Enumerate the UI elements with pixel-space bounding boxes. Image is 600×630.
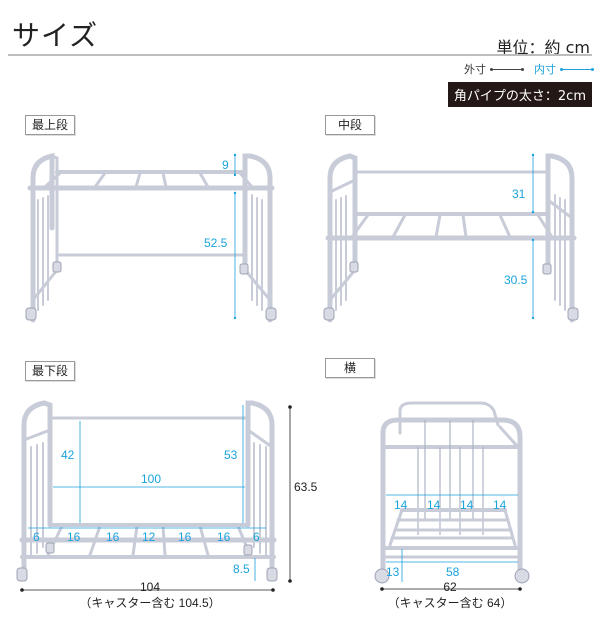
header-divider: [8, 54, 592, 56]
caption-total-width: 104 （キャスター含む 104.5）: [40, 580, 260, 611]
legend-outer-label: 外寸: [464, 63, 486, 76]
top-shelf-diagram: 9 52.5: [25, 152, 277, 323]
dim-slat-gap-2: 16: [67, 530, 81, 544]
section-label-middle-shelf: 中段: [325, 115, 375, 135]
legend-inner-label: 内寸: [534, 63, 556, 76]
dim-total-width: 104: [139, 580, 161, 594]
bottom-shelf-diagram: 42 53 100 6 16 16 12 16 16 6 8.5 63.5: [16, 400, 318, 592]
dim-slat-gap-6: 16: [217, 530, 231, 544]
dim-slat-gap-1: 6: [33, 530, 40, 544]
section-label-bottom-shelf: 最下段: [25, 361, 75, 381]
dimension-legend: 外寸 内寸: [464, 61, 594, 77]
dim-bottom-left-height: 42: [61, 448, 75, 462]
page-title: サイズ: [12, 19, 99, 52]
middle-shelf-diagram: 31 30.5: [323, 153, 579, 323]
dim-middle-upper: 31: [512, 187, 526, 201]
unit-label: 単位：約 cm: [496, 38, 590, 57]
side-view-diagram: 14 14 14 14 13 58: [374, 401, 530, 591]
dim-slat-gap-4: 12: [142, 530, 156, 544]
dim-floor-clearance: 8.5: [233, 562, 250, 576]
section-label-side: 横: [325, 358, 375, 378]
dim-side-gap-3: 14: [460, 498, 474, 512]
dim-slat-gap-3: 16: [106, 530, 120, 544]
dim-side-gap-2: 14: [427, 498, 441, 512]
dim-side-gap-4: 14: [493, 498, 507, 512]
pipe-thickness-badge: 角パイプの太さ：2cm: [447, 82, 592, 107]
dim-bottom-right-height: 53: [224, 448, 238, 462]
legend-inner-line: [560, 67, 594, 71]
dim-total-width-note: （キャスター含む 104.5）: [79, 596, 221, 610]
dim-top-headboard: 9: [222, 158, 229, 172]
dim-total-depth-note: （キャスター含む 64）: [387, 596, 513, 610]
section-label-top-shelf: 最上段: [25, 115, 75, 135]
dim-total-depth: 62: [443, 580, 457, 594]
dim-middle-lower: 30.5: [504, 273, 528, 287]
legend-outer-line: [490, 67, 524, 71]
dim-top-height: 52.5: [204, 236, 228, 250]
dim-bottom-inner-width: 100: [141, 472, 161, 486]
dim-side-gap-1: 14: [394, 498, 408, 512]
dim-side-floor-clearance: 13: [386, 565, 400, 579]
dim-side-inner-depth: 58: [446, 565, 460, 579]
dim-slat-gap-7: 6: [253, 530, 260, 544]
dim-slat-gap-5: 16: [178, 530, 192, 544]
caption-total-depth: 62 （キャスター含む 64）: [375, 580, 525, 611]
dim-total-height: 63.5: [294, 480, 318, 494]
